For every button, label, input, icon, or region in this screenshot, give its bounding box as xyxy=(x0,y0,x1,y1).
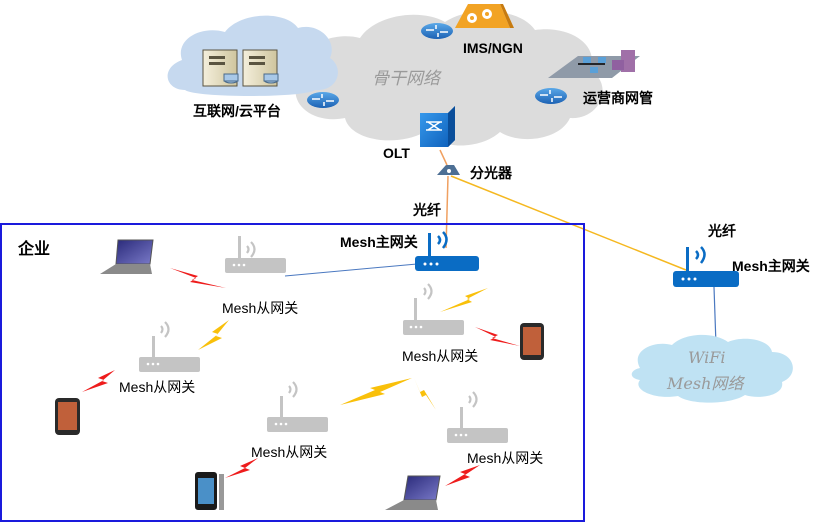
fiber-label-enterprise: 光纤 xyxy=(413,202,441,218)
network-management-icon xyxy=(548,50,640,78)
enterprise-boundary xyxy=(0,223,585,522)
mesh-link-icon xyxy=(198,320,229,350)
splitter-icon xyxy=(437,165,460,175)
mesh-link-icon xyxy=(440,288,488,312)
fiber-olt-splitter xyxy=(439,149,448,166)
fiber-label-home: 光纤 xyxy=(708,223,736,239)
enterprise-title: 企业 xyxy=(18,241,51,258)
laptop-icon xyxy=(385,475,441,510)
router-icon xyxy=(421,23,453,39)
ims-label: IMS/NGN xyxy=(463,40,523,56)
router-icon xyxy=(535,88,567,104)
smartphone-icon xyxy=(520,323,544,360)
ims-server-icon xyxy=(455,4,514,28)
cable-main-slave xyxy=(284,263,418,277)
wireless-link-icon xyxy=(225,458,258,478)
slave-gateway-label: Mesh从网关 xyxy=(467,450,544,466)
olt-label: OLT xyxy=(383,145,410,161)
olt-switch-icon xyxy=(420,106,455,147)
laptop-icon xyxy=(100,239,154,274)
backbone-cloud xyxy=(295,11,603,146)
wifi-cloud-label-line2: Mesh网络 xyxy=(667,374,744,393)
backbone-label: 骨干网络 xyxy=(372,69,440,89)
slave-gateway-label: Mesh从网关 xyxy=(251,444,328,460)
mesh-link-icon xyxy=(340,378,436,410)
home-main-gateway-label: Mesh主网关 xyxy=(732,258,810,274)
wireless-link-icon xyxy=(170,268,226,288)
internet-cloud-label: 互联网/云平台 xyxy=(193,103,281,119)
cable-home-wifi xyxy=(713,286,717,346)
smartphone-icon xyxy=(55,398,80,435)
wireless-link-icon xyxy=(475,327,520,346)
enterprise-main-gateway-icon xyxy=(415,231,479,271)
router-icon xyxy=(307,92,339,108)
splitter-label: 分光器 xyxy=(470,165,512,181)
wireless-link-icon xyxy=(445,465,480,486)
wifi-cloud-label-line1: WiFi xyxy=(688,348,726,367)
slave-gateway-icon xyxy=(447,391,508,443)
slave-gateway-label: Mesh从网关 xyxy=(402,348,479,364)
nms-label: 运营商网管 xyxy=(583,90,653,106)
slave-gateway-icon xyxy=(139,321,200,372)
wifi-mesh-cloud xyxy=(631,334,793,403)
home-main-gateway-icon xyxy=(673,246,739,287)
slave-gateway-label: Mesh从网关 xyxy=(222,300,299,316)
slave-gateway-icon xyxy=(267,381,328,432)
wireless-link-icon xyxy=(82,370,115,392)
enterprise-main-gateway-label: Mesh主网关 xyxy=(340,234,418,250)
smartphone-icon xyxy=(195,472,224,510)
server-icon xyxy=(242,49,279,87)
slave-gateway-icon xyxy=(403,283,464,335)
server-icon xyxy=(202,49,239,87)
slave-gateway-icon xyxy=(225,236,286,273)
slave-gateway-label: Mesh从网关 xyxy=(119,379,196,395)
